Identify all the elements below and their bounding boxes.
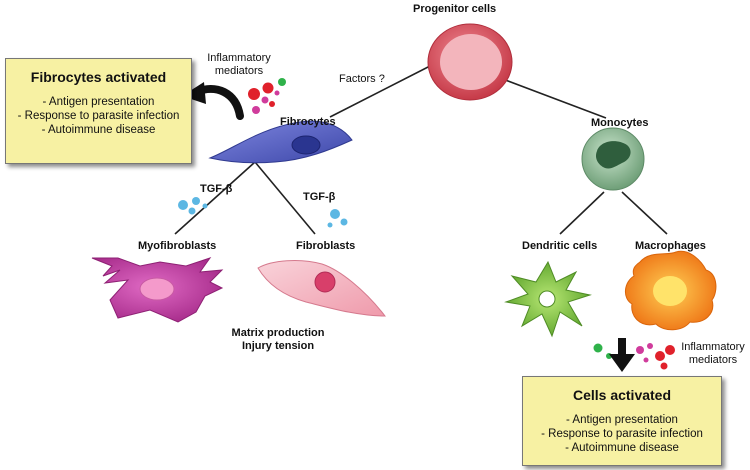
dendritic-cell-icon bbox=[504, 260, 592, 338]
list-item: - Response to parasite infection bbox=[541, 428, 703, 440]
label-inflammatory-top-line2: mediators bbox=[214, 65, 264, 77]
list-item: - Response to parasite infection bbox=[17, 110, 180, 122]
line-progenitor-monocytes bbox=[499, 77, 607, 119]
inflammatory-mediator-dots-bottom bbox=[593, 343, 675, 370]
macrophage-cell-icon bbox=[625, 250, 717, 331]
line-fibrocytes-fibroblasts bbox=[254, 161, 316, 235]
list-item: - Antigen presentation bbox=[566, 414, 678, 426]
down-arrow-icon bbox=[609, 338, 635, 372]
label-inflammatory-mediators-top: Inflammatory mediators bbox=[199, 52, 279, 78]
label-matrix-production: Matrix production Injury tension bbox=[218, 327, 338, 353]
label-matrix-line2: Injury tension bbox=[241, 340, 315, 352]
progenitor-cell-icon bbox=[427, 23, 513, 101]
cells-activated-box: Cells activated - Antigen presentation -… bbox=[522, 376, 722, 466]
label-fibroblasts: Fibroblasts bbox=[296, 240, 356, 252]
curved-arrow-icon bbox=[182, 82, 244, 120]
label-matrix-line1: Matrix production bbox=[231, 327, 325, 339]
fibrocytes-activated-box: Fibrocytes activated - Antigen presentat… bbox=[5, 58, 192, 164]
connector-lines bbox=[174, 64, 668, 235]
label-progenitor-cells: Progenitor cells bbox=[413, 3, 497, 15]
line-monocytes-macrophages bbox=[621, 191, 668, 235]
fibroblast-cell-icon bbox=[257, 260, 387, 317]
tgf-beta-dots-right bbox=[327, 209, 348, 228]
list-item: - Autoimmune disease bbox=[41, 124, 156, 136]
label-fibrocytes: Fibrocytes bbox=[280, 116, 336, 128]
inflammatory-mediator-dots-top bbox=[248, 78, 286, 114]
fibrocytes-activated-list: - Antigen presentation - Response to par… bbox=[6, 95, 191, 137]
label-monocytes: Monocytes bbox=[591, 117, 649, 129]
label-inflammatory-mediators-bottom: Inflammatory mediators bbox=[674, 341, 750, 367]
fibrocyte-cell-icon bbox=[208, 120, 353, 164]
label-dendritic-cells: Dendritic cells bbox=[522, 240, 598, 252]
label-inflammatory-top-line1: Inflammatory bbox=[207, 52, 271, 64]
line-fibrocytes-myofibroblasts bbox=[174, 161, 256, 235]
cells-activated-title: Cells activated bbox=[572, 387, 672, 403]
list-item: - Autoimmune disease bbox=[565, 442, 679, 454]
cells-activated-list: - Antigen presentation - Response to par… bbox=[523, 413, 721, 455]
label-inflammatory-bottom-line2: mediators bbox=[688, 354, 738, 366]
list-item: - Antigen presentation bbox=[42, 96, 155, 108]
label-tgf-beta-left: TGF-β bbox=[200, 183, 233, 195]
line-monocytes-dendritic bbox=[559, 191, 605, 235]
label-myofibroblasts: Myofibroblasts bbox=[138, 240, 217, 252]
line-progenitor-fibrocytes bbox=[329, 64, 433, 118]
fibrocytes-activated-title: Fibrocytes activated bbox=[30, 69, 167, 85]
myofibroblast-cell-icon bbox=[91, 257, 224, 323]
label-inflammatory-bottom-line1: Inflammatory bbox=[681, 341, 745, 353]
monocyte-cell-icon bbox=[581, 127, 645, 191]
label-macrophages: Macrophages bbox=[635, 240, 706, 252]
label-factors: Factors ? bbox=[339, 73, 385, 85]
tgf-beta-dots-left bbox=[178, 197, 208, 215]
label-tgf-beta-right: TGF-β bbox=[303, 191, 336, 203]
